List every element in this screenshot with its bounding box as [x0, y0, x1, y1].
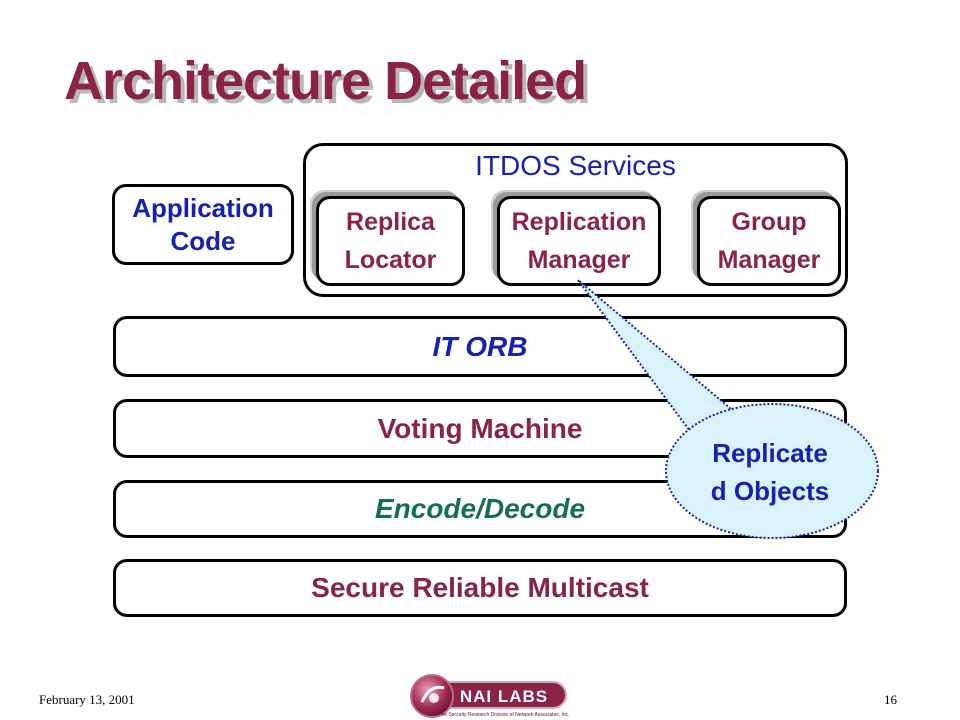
group-manager-box: Group Manager [697, 196, 841, 286]
logo-text: NAI LABS [460, 687, 548, 706]
application-code-line1: Application [132, 192, 274, 223]
callout-label: Replicate d Objects [690, 434, 850, 510]
secure-reliable-multicast-layer: Secure Reliable Multicast [113, 559, 847, 617]
it-orb-layer: IT ORB [113, 316, 847, 377]
replica-locator-line1: Replica [346, 208, 435, 236]
callout-line1: Replicate [712, 438, 828, 468]
callout-line2: d Objects [710, 476, 830, 506]
page-title: Architecture Detailed [64, 51, 587, 111]
replication-manager-line1: Replication [511, 208, 647, 236]
logo-tagline: The Security Research Division of Networ… [438, 712, 569, 718]
replication-manager-box: Replication Manager [497, 196, 661, 286]
page-number: 16 [884, 692, 897, 707]
group-manager-line2: Manager [717, 246, 821, 274]
group-manager-line1: Group [731, 208, 807, 236]
nai-labs-logo: NAI LABS The Security Research Division … [410, 674, 570, 718]
replication-manager-line2: Manager [527, 246, 631, 274]
application-code-box: Application Code [112, 184, 294, 265]
footer-date: February 13, 2001 [39, 692, 135, 707]
itdos-services-title: ITDOS Services [475, 150, 676, 181]
replica-locator-line2: Locator [344, 246, 437, 274]
application-code-line2: Code [170, 225, 236, 256]
replica-locator-box: Replica Locator [316, 196, 465, 286]
